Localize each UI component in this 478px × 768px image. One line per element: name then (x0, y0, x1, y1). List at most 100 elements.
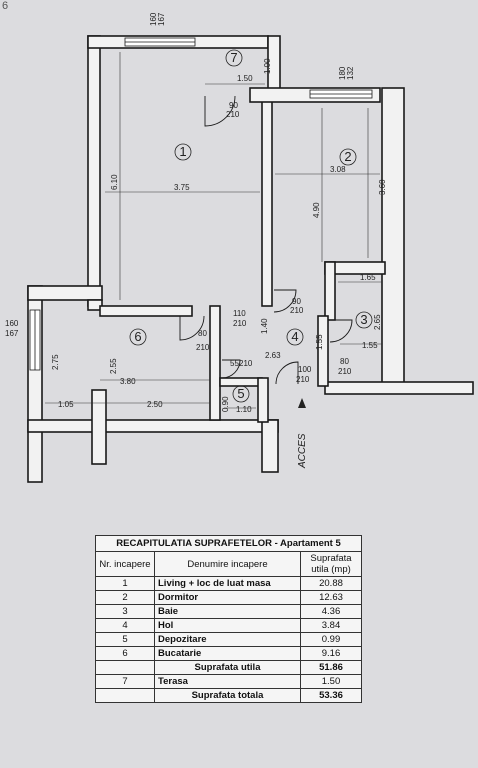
dim-door1-b: 210 (226, 110, 240, 119)
dim-door2-a: 90 (292, 297, 301, 306)
row-area: 4.36 (300, 604, 362, 619)
dim-room2-h2: 3.60 (378, 179, 387, 195)
wall-room3-left (324, 261, 336, 321)
walls (27, 35, 474, 483)
dim-bottom-w1: 1.05 (58, 400, 74, 409)
wall-bottom-column (91, 389, 107, 465)
total-area-label: Suprafata totala (154, 688, 301, 703)
dim-win-mid-b: 210 (233, 319, 247, 328)
wall-bottom-stub (261, 419, 279, 473)
dim-door3-b: 210 (196, 343, 210, 352)
door-terrace (204, 95, 236, 127)
dim-door3-a: 80 (198, 329, 207, 338)
dim-door4-b: 210 (338, 367, 352, 376)
door-room5 (221, 359, 241, 379)
dim-room1-h: 6.10 (110, 174, 119, 190)
dim-door6-a: 100 (298, 365, 312, 374)
dim-top-window-a: 160 (149, 12, 158, 26)
dim-room2-h1: 4.90 (312, 202, 321, 218)
table-row: 4 Hol 3.84 (95, 618, 362, 633)
dim-top-window-b: 167 (157, 12, 166, 26)
dim-room1-w: 3.75 (174, 183, 190, 192)
row-area: 9.16 (300, 646, 362, 661)
dim-top-window-d: 132 (346, 66, 355, 80)
page-corner-mark: 6 (2, 0, 9, 12)
wall-room6-top (27, 285, 103, 301)
dim-room3-w2: 1.55 (362, 341, 378, 350)
row-nr: 3 (95, 604, 155, 619)
dimension-lines (45, 52, 382, 409)
dim-terrace-w: 1.50 (237, 74, 253, 83)
row-nr: 4 (95, 618, 155, 633)
dim-room6-h2: 2.55 (109, 358, 118, 374)
dim-hol-d: 1.55 (315, 334, 324, 350)
dim-top-window-c: 180 (338, 66, 347, 80)
dim-door5-a: 55 (230, 359, 239, 368)
wall-room6-joint (87, 299, 103, 311)
dim-side-a: 160 (5, 319, 19, 328)
doors (179, 95, 353, 385)
dim-room6-h1: 2.75 (51, 354, 60, 370)
dim-door6-b: 210 (296, 375, 310, 384)
wall-bottom-right (324, 381, 474, 395)
row-nr: 6 (95, 646, 155, 661)
dim-room5-h: 0.90 (221, 396, 230, 412)
table-title: RECAPITULATIA SUPRAFETELOR - Apartament … (95, 535, 362, 552)
wall-bottom (27, 419, 279, 433)
row-name: Bucatarie (154, 646, 301, 661)
room-labels: 1 2 3 4 5 6 7 (129, 49, 373, 403)
entry-label: ACCES (297, 433, 308, 469)
room-label-1: 1 (179, 144, 186, 159)
wall-room1-room2 (261, 95, 273, 307)
wall-room6-hol (209, 305, 221, 421)
row-name: Dormitor (154, 590, 301, 605)
door-room2 (273, 289, 297, 313)
row-area: 3.84 (300, 618, 362, 633)
dim-hol-area: 2.63 (265, 351, 281, 360)
row-area: 0.99 (300, 632, 362, 647)
useful-area-value: 51.86 (300, 660, 362, 675)
wall-hol-right (317, 315, 329, 387)
room-label-4: 4 (291, 329, 298, 344)
dim-bottom-w2: 2.50 (147, 400, 163, 409)
dimension-texts: 160 167 180 132 1.00 1.50 90 210 6.10 3.… (5, 12, 387, 414)
entry-marker: ACCES (297, 398, 308, 469)
table-row: 6 Bucatarie 9.16 (95, 646, 362, 661)
room-label-6: 6 (134, 329, 141, 344)
dim-room2-w: 3.08 (330, 165, 346, 174)
door-room6 (179, 315, 205, 341)
dim-room3-w1: 1.65 (360, 273, 376, 282)
wall-room1-left (87, 35, 101, 307)
area-summary-table: RECAPITULATIA SUPRAFETELOR - Apartament … (95, 535, 362, 703)
wall-room5-top (219, 377, 263, 387)
table-row: 1 Living + loc de luat masa 20.88 (95, 576, 362, 591)
row-nr: 7 (95, 674, 155, 689)
floor-plan: 1 2 3 4 5 6 7 160 167 180 132 1.00 1.50 … (5, 12, 474, 483)
door-entry (275, 361, 299, 385)
table-row: 7 Terasa 1.50 (95, 674, 362, 689)
dim-room3-h: 2.65 (373, 314, 382, 330)
header-nr: Nr. incapere (95, 551, 155, 577)
wall-room1-room6 (99, 305, 193, 317)
dim-room6-w: 3.80 (120, 377, 136, 386)
row-area: 12.63 (300, 590, 362, 605)
dim-door5-b: 210 (239, 359, 253, 368)
table-row: 2 Dormitor 12.63 (95, 590, 362, 605)
entry-arrow-icon (298, 398, 306, 408)
header-area: Suprafata utila (mp) (300, 551, 362, 577)
room-label-2: 2 (344, 149, 351, 164)
row-nr: 5 (95, 632, 155, 647)
row-nr: 2 (95, 590, 155, 605)
total-area-value: 53.36 (300, 688, 362, 703)
row-name: Depozitare (154, 632, 301, 647)
row-name: Living + loc de luat masa (154, 576, 301, 591)
room-label-3: 3 (360, 312, 367, 327)
row-area: 1.50 (300, 674, 362, 689)
table-row: 5 Depozitare 0.99 (95, 632, 362, 647)
dim-hol-h: 1.40 (260, 318, 269, 334)
wall-right (381, 87, 405, 391)
room-label-7: 7 (230, 50, 237, 65)
dim-win-mid-a: 110 (233, 309, 246, 318)
dim-terrace-h: 1.00 (263, 58, 272, 74)
useful-area-row: Suprafata utila 51.86 (95, 660, 362, 675)
